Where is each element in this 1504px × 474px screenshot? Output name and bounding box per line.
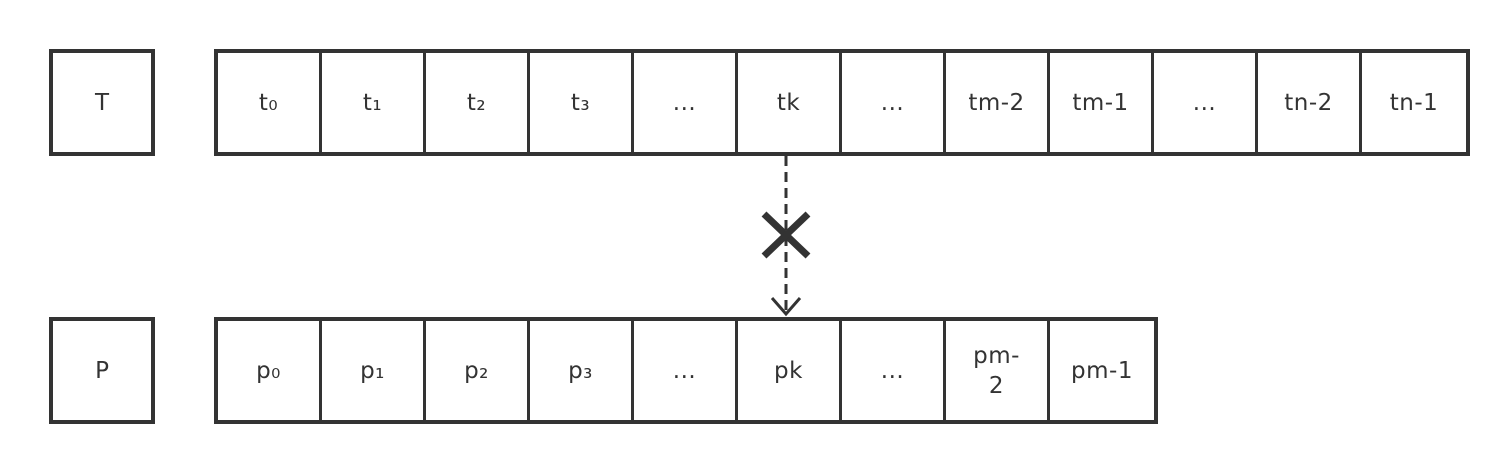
text-cell: t₃ bbox=[530, 53, 634, 152]
pattern-cell: ... bbox=[842, 321, 946, 420]
text-cell: tn-2 bbox=[1258, 53, 1362, 152]
text-array: t₀ t₁ t₂ t₃ ... tk ... tm-2 tm-1 ... tn-… bbox=[214, 49, 1470, 156]
pattern-cell: pm-2 bbox=[946, 321, 1050, 420]
text-cell: tm-2 bbox=[946, 53, 1050, 152]
pattern-cell: pm-1 bbox=[1071, 357, 1133, 384]
text-cell: ... bbox=[1154, 53, 1258, 152]
pattern-array: p₀ p₁ p₂ p₃ ... pk ... pm-2 pm-1 bbox=[214, 317, 1158, 424]
text-cell: tn-1 bbox=[1389, 89, 1439, 116]
text-label: T bbox=[49, 49, 155, 156]
text-cell: t₂ bbox=[426, 53, 530, 152]
text-label-text: T bbox=[94, 89, 110, 116]
pattern-cell: ... bbox=[634, 321, 738, 420]
pattern-cell-k: pk bbox=[738, 321, 842, 420]
pattern-cell: p₂ bbox=[426, 321, 530, 420]
text-cell: ... bbox=[634, 53, 738, 152]
text-cell: t₀ bbox=[218, 53, 322, 152]
pattern-label-text: P bbox=[95, 357, 109, 384]
text-cell-k: tk bbox=[738, 53, 842, 152]
text-cell: tm-1 bbox=[1050, 53, 1154, 152]
text-cell: ... bbox=[842, 53, 946, 152]
pattern-cell: p₀ bbox=[218, 321, 322, 420]
text-cell: t₁ bbox=[322, 53, 426, 152]
comparison-arrow-head bbox=[770, 297, 802, 317]
cross-icon bbox=[761, 211, 811, 259]
pattern-label: P bbox=[49, 317, 155, 424]
pattern-cell: p₃ bbox=[530, 321, 634, 420]
pattern-cell: p₁ bbox=[322, 321, 426, 420]
